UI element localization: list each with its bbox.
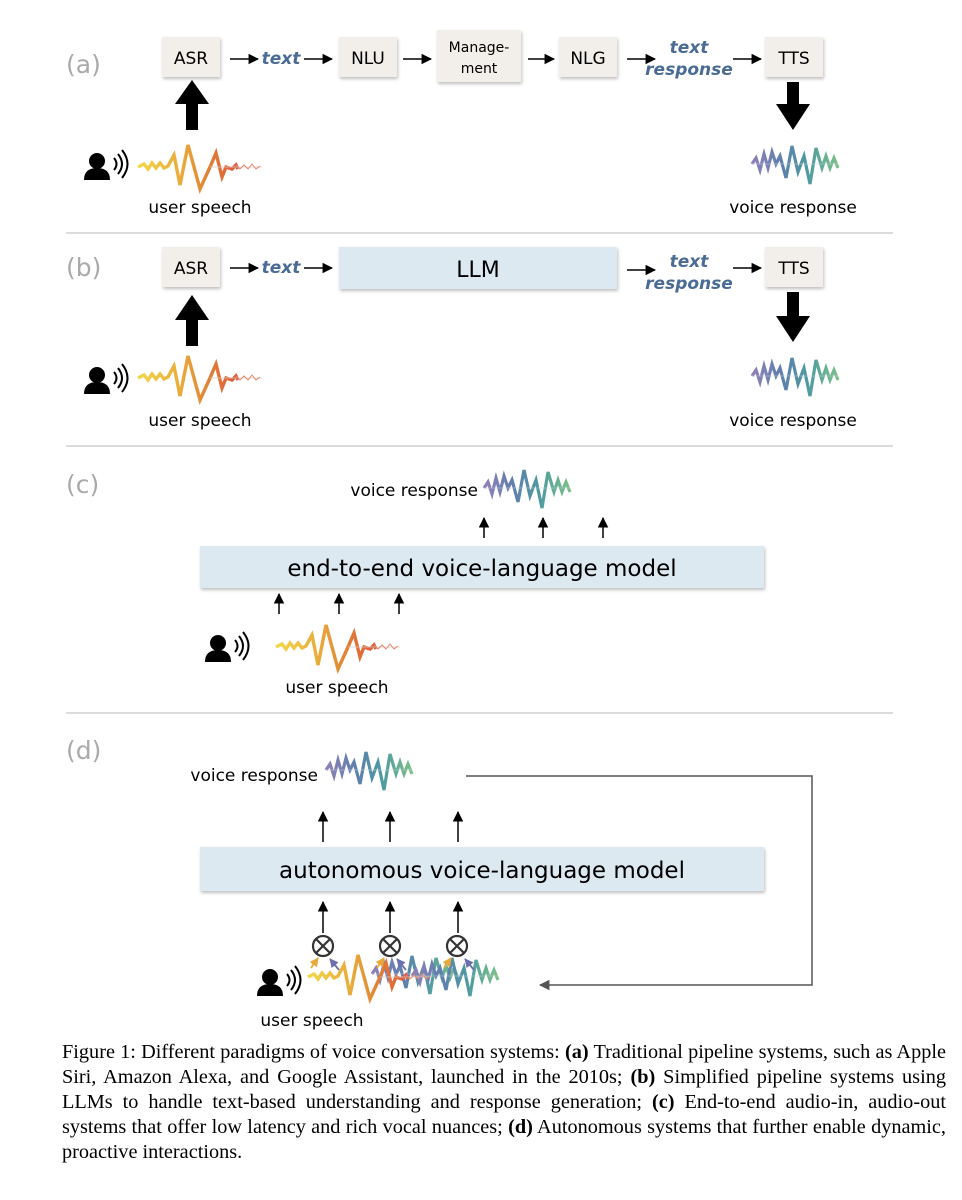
nlu-label: NLU [351,49,385,69]
voice-response-waveform-icon [750,356,840,398]
user-speaking-icon [83,363,129,395]
nlu-box: NLU [339,37,397,77]
big-down-arrow-a [776,82,810,130]
input-feed-arrow-3 [442,957,452,969]
user-speech-label-a: user speech [148,198,251,218]
output-feed-arrow-1 [329,958,340,971]
panel-b: (b) ASR text LLM text response TTS user … [66,247,857,431]
user-speaking-icon [204,631,250,663]
text-response-label-a-2: response [645,60,733,80]
input-feed-arrow-1 [309,957,319,969]
panel-c-label: (c) [66,470,99,499]
autonomous-model-box: autonomous voice-language model [200,847,764,891]
caption-c-tag: (c) [651,1091,675,1113]
user-speaking-icon [83,149,129,181]
caption-b-text: Simplified pipeline systems using LLMs t… [62,1066,946,1113]
caption-a-text: Traditional pipeline systems, such as Ap… [62,1041,946,1088]
multiply-circle-icon [311,934,335,958]
caption-c-text: End-to-end audio-in, audio-out systems t… [62,1091,946,1138]
panel-b-label: (b) [66,253,101,282]
user-speech-label-b: user speech [148,411,251,431]
end-to-end-model-label: end-to-end voice-language model [287,556,676,582]
asr-box-b: ASR [162,247,220,287]
tts-box-b: TTS [765,247,823,287]
user-speech-waveform-icon [136,143,264,191]
tts-box-a: TTS [765,37,823,77]
panel-d-label: (d) [66,736,101,765]
big-down-arrow-b [776,292,810,342]
user-speaking-icon [256,965,302,997]
nlg-label: NLG [570,49,605,69]
caption-d-tag: (d) [508,1116,533,1138]
output-feed-arrow-3 [464,958,475,971]
asr-label-b: ASR [174,259,208,279]
user-speech-waveform-icon [136,354,264,402]
input-feed-arrow-2 [375,957,385,969]
voice-response-label-a: voice response [729,198,857,218]
panel-c: (c) voice response end-to-end voice-lang… [66,468,764,698]
panel-a-label: (a) [66,50,101,79]
tts-label-b: TTS [777,259,809,279]
management-box: Manage- ment [437,30,521,82]
voice-response-waveform-icon [324,750,414,792]
asr-box-a: ASR [162,37,220,77]
user-speech-label-d: user speech [260,1011,363,1031]
caption-d-text: Autonomous systems that further enable d… [62,1116,946,1163]
management-label-1: Manage- [449,40,510,56]
big-up-arrow-a [175,80,209,130]
big-up-arrow-b [175,295,209,346]
nlg-box: NLG [559,37,617,77]
multiply-circle-icon [445,934,469,958]
text-response-label-b-2: response [645,274,733,294]
voice-response-waveform-icon [482,468,572,510]
text-label-b: text [262,258,302,278]
voice-response-label-b: voice response [729,411,857,431]
asr-label: ASR [174,49,208,69]
end-to-end-model-box: end-to-end voice-language model [200,546,764,588]
multiply-circle-icon [378,934,402,958]
figure-caption: Figure 1: Different paradigms of voice c… [62,1040,946,1165]
caption-b-tag: (b) [630,1066,656,1088]
panel-a: (a) ASR text NLU Manage- ment NLG text r… [66,30,857,218]
output-feed-arrow-2 [396,958,407,971]
feedback-loop-arrow [466,775,813,991]
text-label-a: text [262,49,302,69]
tts-label: TTS [777,49,809,69]
management-label-2: ment [461,61,498,77]
panel-d: (d) voice response autonomous voice-lang… [66,736,813,1031]
voice-response-waveform-icon [750,144,840,186]
llm-box: LLM [339,247,617,289]
llm-label: LLM [456,258,500,283]
voice-response-label-c: voice response [350,481,478,501]
user-speech-label-c: user speech [285,678,388,698]
user-speech-waveform-icon [274,623,402,671]
voice-response-label-d: voice response [190,766,318,786]
diagram-canvas: (a) ASR text NLU Manage- ment NLG text r… [66,30,893,1031]
text-response-label-a-1: text [670,38,710,58]
caption-a-tag: (a) [565,1041,589,1063]
autonomous-model-label: autonomous voice-language model [279,858,685,884]
text-response-label-b-1: text [670,252,710,272]
caption-prefix: Figure 1: Different paradigms of voice c… [62,1041,566,1063]
